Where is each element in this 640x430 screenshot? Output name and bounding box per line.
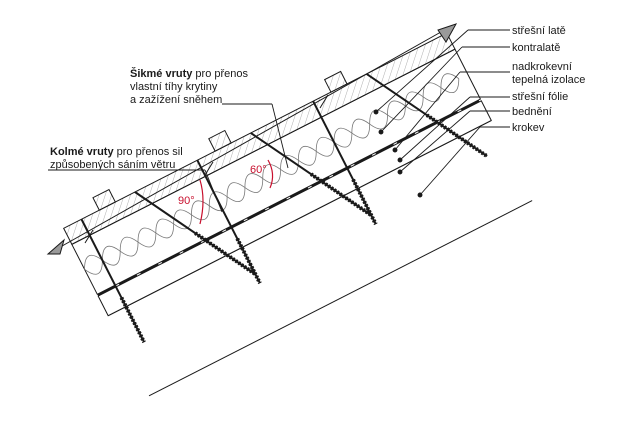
note-perp-line2: způsobených sáním větru bbox=[50, 159, 175, 171]
arrowhead-left bbox=[46, 238, 65, 255]
legend-item-boarding: bednění bbox=[512, 106, 552, 118]
svg-text:Kolmé vruty pro přenos sil: Kolmé vruty pro přenos sil bbox=[50, 146, 183, 158]
note-slanted-screws: Šikmé vruty pro přenos vlastní tíhy kryt… bbox=[130, 67, 249, 106]
svg-text:Šikmé vruty pro přenos: Šikmé vruty pro přenos bbox=[130, 67, 249, 80]
legend-item-counter-battens: kontralatě bbox=[512, 42, 560, 54]
legend-item-insulation-2: tepelná izolace bbox=[512, 74, 585, 86]
roof-layers bbox=[62, 32, 546, 423]
legend-leaders bbox=[373, 29, 510, 198]
legend-item-insulation-1: nadkrokevní bbox=[512, 61, 572, 73]
legend-item-roof-battens: střešní latě bbox=[512, 25, 566, 37]
legend-item-foil: střešní fólie bbox=[512, 91, 568, 103]
batten bbox=[92, 188, 117, 211]
legend: střešní latě kontralatě nadkrokevní tepe… bbox=[512, 25, 585, 134]
insulation-pattern bbox=[84, 73, 460, 275]
batten bbox=[323, 70, 348, 93]
note-slanted-line2: vlastní tíhy krytiny bbox=[130, 81, 218, 93]
angle-90-label: 90° bbox=[178, 195, 195, 207]
rafter bbox=[108, 120, 546, 423]
note-slanted-line3: a zažížení sněhem bbox=[130, 94, 222, 106]
note-slanted-line1: pro přenos bbox=[192, 68, 248, 80]
dimension-line bbox=[46, 23, 458, 255]
arrowhead-right bbox=[437, 23, 458, 43]
note-perp-line1: pro přenos sil bbox=[114, 146, 183, 158]
angle-60-label: 60° bbox=[250, 164, 267, 176]
legend-item-rafter: krokev bbox=[512, 122, 545, 134]
perpendicular-screws bbox=[80, 100, 378, 344]
angle-arcs bbox=[199, 159, 274, 225]
note-perpendicular-screws: Kolmé vruty pro přenos sil způsobených s… bbox=[50, 146, 183, 171]
note-leaders bbox=[48, 103, 289, 213]
note-slanted-bold: Šikmé vruty bbox=[130, 67, 193, 80]
batten bbox=[208, 129, 232, 152]
slanted-screws bbox=[134, 73, 489, 276]
note-perp-bold: Kolmé vruty bbox=[50, 146, 114, 158]
